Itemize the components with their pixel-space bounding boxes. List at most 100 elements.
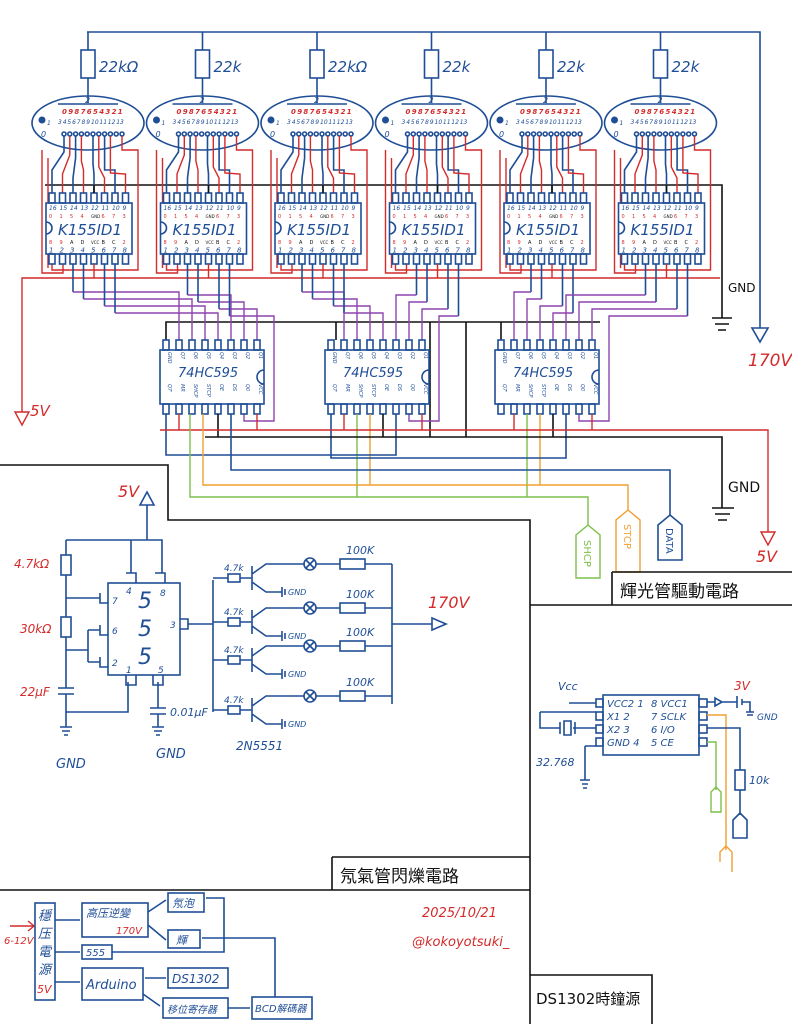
crystal-label: 32.768 xyxy=(536,756,575,769)
tube-pin-number: 5 xyxy=(67,119,71,126)
decoder-bottom-pin xyxy=(308,253,317,265)
tube-pin-number: 4 xyxy=(292,119,296,126)
decoder-top-pin xyxy=(277,192,285,204)
pin4-label: 4 xyxy=(126,587,132,597)
hv-arrow-icon xyxy=(431,616,449,632)
shift-top-pin xyxy=(201,339,209,351)
shift-bottom-pin xyxy=(549,403,557,415)
tube-pin xyxy=(227,131,234,137)
decoder-bottom-pin xyxy=(111,253,119,265)
tube-pin xyxy=(427,131,434,137)
tube-decoder-wire xyxy=(186,136,191,193)
load-resistor xyxy=(339,558,366,570)
decoder-top-pin-number: 15 xyxy=(174,205,182,212)
tube-pin-number: 12 xyxy=(680,119,688,126)
decoder-top-pin xyxy=(162,192,171,204)
tube-pin xyxy=(181,131,188,137)
load-resistor xyxy=(339,690,366,702)
tube-pin xyxy=(290,131,296,137)
tube-dot-label: 1 xyxy=(47,120,51,127)
chip-notch-icon xyxy=(256,369,265,385)
tube-pin xyxy=(410,131,417,137)
rtc-box xyxy=(167,967,229,989)
tube-pin xyxy=(577,131,583,137)
rtc-right-pin xyxy=(698,737,708,747)
decoder-bottom-function: A xyxy=(414,240,418,246)
anode-resistor xyxy=(194,49,211,79)
shift-top-pin-label: Q6 xyxy=(192,352,198,359)
tube-digit-label: 0 xyxy=(406,108,411,116)
tube-pin-number: 5 xyxy=(182,119,186,126)
shift-top-pin xyxy=(405,339,413,351)
load-resistor xyxy=(339,640,366,652)
tube-digit-label: 0 xyxy=(62,108,67,116)
555-timer-chip xyxy=(107,582,181,676)
tube-digit-label: 2 xyxy=(341,108,346,116)
decoder-bottom-pin-number: 5 xyxy=(91,247,96,255)
bcd-signal-wire xyxy=(565,294,646,340)
decoder-top-function: 4 xyxy=(81,214,84,220)
decoder-bottom-function: C xyxy=(456,240,460,246)
decoder-top-function: 5 xyxy=(185,214,188,220)
decoder-bottom-pin-number: 5 xyxy=(435,247,440,255)
ce-tag[interactable] xyxy=(710,786,722,813)
shift-bottom-pin xyxy=(536,403,544,415)
tube-pin xyxy=(553,131,560,137)
shift-bottom-pin xyxy=(523,403,531,415)
tube-dot-label: 1 xyxy=(505,120,509,127)
tube-digit-label: 2 xyxy=(226,108,231,116)
decoder-top-pin xyxy=(298,192,306,204)
shift-top-pin xyxy=(327,339,335,351)
io-tag[interactable] xyxy=(732,811,748,839)
decoder-top-pin-number: 15 xyxy=(60,205,68,212)
sclk-wire xyxy=(707,714,727,850)
tube-pin xyxy=(295,131,302,137)
pin6-label: 6 xyxy=(112,627,118,637)
shift-top-pin xyxy=(497,339,505,351)
decoder-top-pin xyxy=(423,192,431,204)
data-tag[interactable]: DATA xyxy=(657,513,683,561)
tube-digit-label: 4 xyxy=(672,108,677,116)
rtc-right-pin-label: 7 SCLK xyxy=(651,712,687,723)
stcp-tag[interactable]: STCP xyxy=(615,509,641,573)
shift-bottom-pin xyxy=(327,403,335,415)
sclk-tag[interactable] xyxy=(719,845,733,872)
tube-pin xyxy=(210,131,217,137)
decoder-bottom-pin-number: 4 xyxy=(81,247,85,255)
tube-pin xyxy=(72,131,79,137)
shift-bottom-pin xyxy=(588,403,596,415)
shift-bottom-pin xyxy=(201,403,209,415)
shcp-tag[interactable]: SHCP xyxy=(575,524,601,579)
decoder-top-pin-number: 13 xyxy=(310,205,318,212)
shift-top-pin-label: Q1 xyxy=(422,352,428,359)
decoder-bottom-pin xyxy=(298,253,306,265)
shift-bottom-pin xyxy=(510,403,518,415)
tube-digit-label: 8 xyxy=(74,108,79,116)
shift-top-pin-label: Q2 xyxy=(579,352,585,359)
decoder-bottom-pin xyxy=(423,253,431,265)
shift-top-pin xyxy=(575,339,583,351)
tube-decoder-wire xyxy=(72,136,77,193)
tube-pin-number: 13 xyxy=(574,119,582,126)
decoder-bottom-function: VCC xyxy=(664,240,673,245)
tube-pin-number: 9 xyxy=(86,119,90,126)
tube-pin xyxy=(542,131,549,137)
shift-top-pin-label: Q3 xyxy=(231,352,237,359)
decoder-bottom-pin xyxy=(537,253,546,265)
neon-hv-label: 170V xyxy=(428,593,471,612)
decoder-top-pin xyxy=(569,192,577,204)
load-resistor-label: 100K xyxy=(346,626,375,639)
c2-label: 0.01μF xyxy=(170,706,208,719)
decoder-bottom-function: D xyxy=(653,240,657,246)
decoder-top-pin xyxy=(111,192,119,204)
decoder-bottom-pin-number: 7 xyxy=(456,247,461,255)
bcd-signal-wire xyxy=(312,298,358,340)
decoder-top-function: GND xyxy=(206,214,215,219)
decoder-bottom-function: D xyxy=(310,240,314,246)
tube-pin xyxy=(451,131,457,137)
tube-pin xyxy=(651,131,657,137)
decoder-top-pin-number: 16 xyxy=(164,205,172,212)
